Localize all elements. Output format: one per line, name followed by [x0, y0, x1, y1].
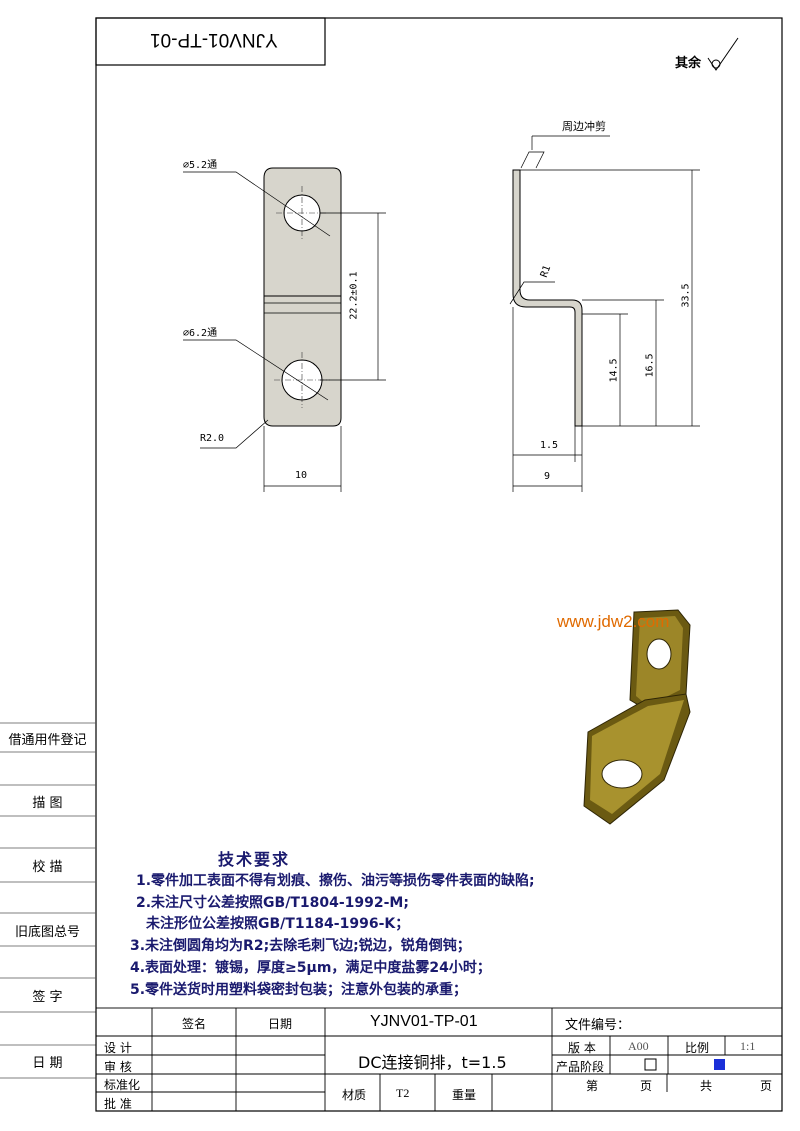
requirements-title: 技术要求 [218, 850, 291, 869]
stage-checkbox-filled [714, 1059, 725, 1070]
side-table-lines [0, 722, 96, 1079]
mirrored-drawing-number: YJNV01-TP-01 [150, 29, 278, 50]
tb-weight-label: 重量 [452, 1088, 477, 1102]
tb-version-label: 版 本 [568, 1041, 596, 1055]
roughness-note: 其余 [675, 56, 702, 71]
tb-file-number-label: 文件编号： [565, 1018, 631, 1033]
tb-stage-label: 产品阶段 [556, 1060, 605, 1074]
title-block-grid [95, 1007, 783, 1112]
hole-upper-label: ⌀5.2通 [183, 160, 218, 171]
height-14-5-label: 14.5 [608, 358, 620, 383]
height-16-5-label: 16.5 [644, 353, 656, 378]
tb-version-value: A00 [628, 1039, 649, 1053]
tb-material-label: 材质 [342, 1088, 367, 1102]
tb-row-approve: 批 准 [104, 1097, 132, 1111]
tb-row-design: 设 计 [104, 1041, 132, 1055]
isometric-view [583, 609, 691, 825]
requirement-5: 5.零件送货时用塑料袋密封包装；注意外包装的承重； [130, 982, 468, 998]
radius-corner-label: R2.0 [200, 433, 225, 444]
tb-scale-value: 1:1 [740, 1039, 756, 1053]
side-label-sign: 签 字 [32, 990, 63, 1005]
requirement-3: 3.未注倒圆角均为R2;去除毛刺飞边;锐边，锐角倒钝； [130, 938, 471, 954]
front-view [183, 167, 386, 492]
requirement-2b: 未注形位公差按照GB/T1184-1996-K； [146, 916, 410, 932]
side-label-old-number: 旧底图总号 [14, 925, 80, 940]
tb-total-label: 共 [700, 1079, 713, 1093]
tb-drawing-number: YJNV01-TP-01 [370, 1013, 478, 1030]
iso-lower-hole [601, 759, 643, 789]
tb-scale-label: 比例 [685, 1041, 710, 1055]
side-label-trace: 描 图 [32, 796, 63, 811]
tb-part-name: DC连接铜排，t=1.5 [358, 1053, 507, 1072]
tb-col-sign: 签名 [182, 1017, 207, 1031]
width-9-label: 9 [544, 471, 551, 482]
stage-checkbox-empty [644, 1058, 657, 1071]
height-total-label: 33.5 [680, 283, 692, 308]
side-label-borrow: 借通用件登记 [8, 733, 87, 748]
tb-row-standard: 标准化 [104, 1078, 141, 1092]
requirement-4: 4.表面处理：镀锡，厚度≥5μm，满足中度盐雾24小时； [130, 960, 491, 976]
requirement-2: 2.未注尺寸公差按照GB/T1804-1992-M; [136, 895, 409, 911]
watermark: www.jdw2.com [557, 612, 670, 631]
side-view [509, 135, 700, 492]
mirrored-number-box [95, 17, 326, 66]
tb-page-label-2: 页 [760, 1079, 773, 1093]
tb-sheet-label: 第 [586, 1079, 599, 1093]
tb-col-date: 日期 [268, 1017, 293, 1031]
side-label-date: 日 期 [32, 1056, 63, 1071]
tb-row-review: 审 核 [104, 1060, 132, 1074]
width-10-label: 10 [295, 470, 308, 481]
tb-page-label-1: 页 [640, 1079, 653, 1093]
thickness-label: 1.5 [540, 440, 559, 451]
side-label-check: 校 描 [32, 860, 63, 875]
roughness-symbol [707, 37, 739, 71]
requirement-1: 1.零件加工表面不得有划痕、擦伤、油污等损伤零件表面的缺陷; [136, 873, 535, 889]
spacing-label: 22.2±0.1 [348, 271, 360, 320]
tb-material-value: T2 [396, 1086, 410, 1100]
hole-lower-label: ⌀6.2通 [183, 328, 218, 339]
side-note-label: 周边冲剪 [562, 120, 606, 133]
iso-upper-hole [646, 638, 672, 670]
